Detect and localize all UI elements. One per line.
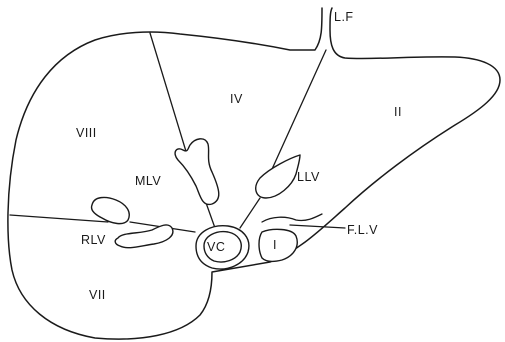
liver-outline [8, 8, 500, 339]
label-mlv: MLV [135, 175, 161, 188]
label-ii: II [394, 106, 402, 119]
ligamentum-venosum-curve [262, 214, 322, 222]
left-hepatic-vein-shape [256, 155, 300, 198]
label-rlv: RLV [81, 234, 106, 247]
label-i: I [273, 239, 277, 252]
flv-pointer-line [290, 225, 345, 228]
middle-hepatic-vein-shape [175, 139, 219, 205]
boundary-line-viii-vii [10, 215, 108, 222]
label-viii: VIII [76, 127, 97, 140]
label-vii: VII [89, 289, 106, 302]
boundary-line-viii-iv [150, 33, 188, 158]
label-llv: LLV [297, 171, 320, 184]
caudate-lobe-outline [259, 229, 297, 261]
label-iv: IV [230, 93, 243, 106]
right-hepatic-vein-upper-shape [91, 197, 129, 223]
label-flv: F.L.V [347, 224, 378, 237]
left-hepatic-stem-line [240, 198, 260, 228]
right-hepatic-vein-lower-shape [115, 225, 173, 248]
label-vc: VC [207, 241, 225, 254]
label-lf: L.F [334, 11, 354, 24]
